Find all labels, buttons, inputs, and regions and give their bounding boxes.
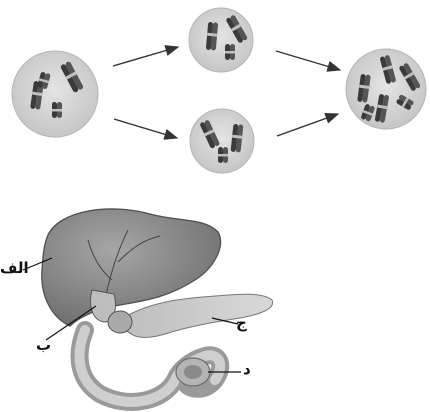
result-cell [346,49,426,129]
digestive-organs-illustration [23,209,273,402]
daughter-cell-bottom [190,109,254,173]
arrow-icon [276,51,340,70]
label-dal: د [243,360,251,378]
label-jim: ج [236,314,247,332]
label-be: ب [36,336,51,354]
parent-cell [12,51,98,137]
daughter-cell-top [189,8,253,72]
arrow-icon [114,119,177,138]
arrow-icon [113,47,178,66]
arrow-icon [277,114,338,136]
label-alef: الف [0,259,29,277]
